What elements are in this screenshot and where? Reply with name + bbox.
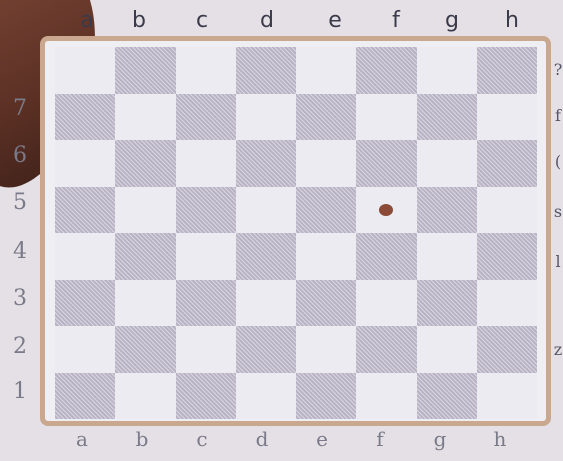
square-c6[interactable] — [176, 140, 236, 187]
square-d3[interactable] — [236, 280, 296, 327]
rank-label: 6 — [8, 143, 32, 168]
square-b4[interactable] — [115, 233, 175, 280]
square-a6[interactable] — [55, 140, 115, 187]
square-b8[interactable] — [115, 47, 175, 94]
square-g3[interactable] — [417, 280, 477, 327]
edge-mark: s — [553, 202, 563, 221]
square-d6[interactable] — [236, 140, 296, 187]
square-a3[interactable] — [55, 280, 115, 327]
chessboard[interactable] — [55, 47, 537, 419]
square-b7[interactable] — [115, 94, 175, 141]
square-d5[interactable] — [236, 187, 296, 234]
square-e3[interactable] — [296, 280, 356, 327]
edge-mark: z — [553, 340, 563, 359]
rank-label: 5 — [8, 190, 32, 215]
top-file-label: f — [384, 8, 408, 33]
square-c1[interactable] — [176, 373, 236, 420]
square-h8[interactable] — [477, 47, 537, 94]
rank-label: 4 — [8, 239, 32, 264]
square-g4[interactable] — [417, 233, 477, 280]
square-d1[interactable] — [236, 373, 296, 420]
square-a4[interactable] — [55, 233, 115, 280]
square-h3[interactable] — [477, 280, 537, 327]
square-f2[interactable] — [356, 326, 416, 373]
square-c2[interactable] — [176, 326, 236, 373]
square-c7[interactable] — [176, 94, 236, 141]
square-a1[interactable] — [55, 373, 115, 420]
edge-mark: f — [553, 106, 563, 125]
top-file-label: h — [500, 8, 524, 33]
square-a8[interactable] — [55, 47, 115, 94]
square-g1[interactable] — [417, 373, 477, 420]
top-file-label: g — [440, 8, 464, 33]
square-d8[interactable] — [236, 47, 296, 94]
square-e7[interactable] — [296, 94, 356, 141]
square-g7[interactable] — [417, 94, 477, 141]
square-b1[interactable] — [115, 373, 175, 420]
square-e6[interactable] — [296, 140, 356, 187]
bottom-file-label: d — [242, 427, 282, 451]
square-c5[interactable] — [176, 187, 236, 234]
square-e2[interactable] — [296, 326, 356, 373]
top-file-label: d — [255, 8, 279, 33]
square-f3[interactable] — [356, 280, 416, 327]
square-b6[interactable] — [115, 140, 175, 187]
square-h5[interactable] — [477, 187, 537, 234]
edge-mark: ? — [553, 60, 563, 79]
top-file-label: b — [127, 8, 151, 33]
square-b2[interactable] — [115, 326, 175, 373]
top-file-label: c — [190, 8, 214, 33]
bottom-file-label: g — [420, 427, 460, 451]
square-a7[interactable] — [55, 94, 115, 141]
square-f8[interactable] — [356, 47, 416, 94]
marker-dot — [379, 204, 393, 216]
bottom-file-label: f — [360, 427, 400, 451]
rank-label: 1 — [8, 379, 32, 404]
bottom-file-label: h — [480, 427, 520, 451]
square-f5[interactable] — [356, 187, 416, 234]
square-e1[interactable] — [296, 373, 356, 420]
square-e4[interactable] — [296, 233, 356, 280]
square-a5[interactable] — [55, 187, 115, 234]
square-g5[interactable] — [417, 187, 477, 234]
square-f1[interactable] — [356, 373, 416, 420]
square-f7[interactable] — [356, 94, 416, 141]
square-b5[interactable] — [115, 187, 175, 234]
square-f6[interactable] — [356, 140, 416, 187]
rank-label: 3 — [8, 286, 32, 311]
square-d7[interactable] — [236, 94, 296, 141]
square-c3[interactable] — [176, 280, 236, 327]
edge-mark: ( — [553, 152, 563, 171]
bottom-file-label: b — [122, 427, 162, 451]
rank-label: 7 — [8, 96, 32, 121]
rank-label: 2 — [8, 334, 32, 359]
square-h6[interactable] — [477, 140, 537, 187]
square-g2[interactable] — [417, 326, 477, 373]
square-d2[interactable] — [236, 326, 296, 373]
square-c4[interactable] — [176, 233, 236, 280]
square-h4[interactable] — [477, 233, 537, 280]
square-e5[interactable] — [296, 187, 356, 234]
square-h1[interactable] — [477, 373, 537, 420]
square-h7[interactable] — [477, 94, 537, 141]
top-file-label: e — [323, 8, 347, 33]
square-g6[interactable] — [417, 140, 477, 187]
square-f4[interactable] — [356, 233, 416, 280]
square-e8[interactable] — [296, 47, 356, 94]
square-d4[interactable] — [236, 233, 296, 280]
square-b3[interactable] — [115, 280, 175, 327]
bottom-file-label: c — [182, 427, 222, 451]
square-a2[interactable] — [55, 326, 115, 373]
edge-mark: l — [553, 252, 563, 271]
square-h2[interactable] — [477, 326, 537, 373]
bottom-file-label: a — [62, 427, 102, 451]
bottom-file-label: e — [302, 427, 342, 451]
square-c8[interactable] — [176, 47, 236, 94]
square-g8[interactable] — [417, 47, 477, 94]
top-file-label: a — [75, 8, 99, 33]
